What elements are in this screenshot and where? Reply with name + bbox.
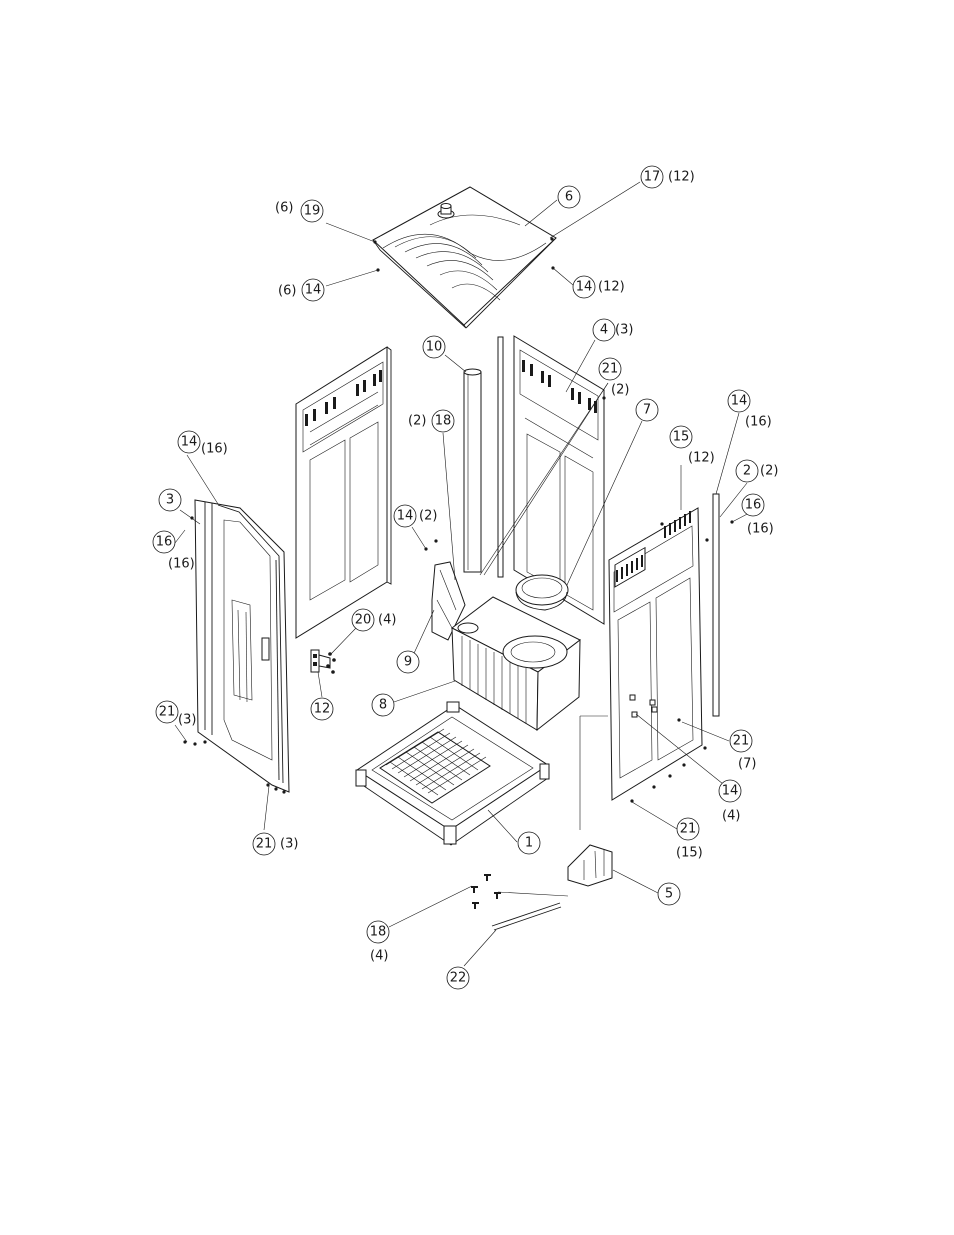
callout-14-left: 14 (16) [178, 431, 228, 457]
callout-22: 22 [447, 967, 469, 989]
callout-14-mid: 14 (2) [394, 505, 437, 527]
callout-number: 15 [673, 430, 690, 445]
callout-14-roof-right: 14 (12) [573, 276, 625, 298]
callout-2: 2 (2) [736, 460, 778, 482]
callout-number: 16 [156, 535, 173, 550]
callout-number: 19 [304, 204, 321, 219]
callout-19: 19 (6) [275, 200, 323, 222]
callout-number: 14 [576, 280, 593, 295]
callout-4: 4 (3) [593, 319, 633, 341]
callout-number: 14 [731, 394, 748, 409]
callout-number: 2 [743, 464, 751, 479]
callout-number: 22 [450, 971, 467, 986]
callout-quantity: (16) [745, 415, 772, 430]
callout-number: 4 [600, 323, 608, 338]
callout-number: 3 [166, 493, 174, 508]
callout-9: 9 [397, 651, 419, 673]
callout-number: 18 [370, 925, 387, 940]
callout-quantity: (2) [408, 414, 426, 429]
callout-number: 16 [745, 498, 762, 513]
floor-base [356, 702, 549, 845]
callout-number: 18 [435, 414, 452, 429]
callout-quantity: (12) [668, 170, 695, 185]
callout-quantity: (2) [419, 509, 437, 524]
toilet-seat-lid [516, 575, 568, 610]
callout-quantity: (4) [722, 809, 740, 824]
callout-number: 21 [602, 362, 619, 377]
callout-quantity: (7) [738, 757, 756, 772]
callout-12: 12 [311, 698, 333, 720]
callout-17-top: 17 (12) [641, 166, 695, 188]
callout-6-top: 6 [558, 186, 580, 208]
callout-21-left: 21 (3) [156, 701, 196, 728]
callout-number: 21 [680, 822, 697, 837]
callout-quantity: (6) [278, 284, 296, 299]
callout-number: 21 [159, 705, 176, 720]
callout-3: 3 [159, 489, 181, 511]
callout-quantity: (4) [370, 949, 388, 964]
callout-quantity: (4) [378, 613, 396, 628]
callout-number: 7 [643, 403, 651, 418]
callout-quantity: (16) [747, 522, 774, 537]
door-latch-hardware [311, 650, 330, 672]
callout-15: 15 (12) [670, 426, 715, 466]
callout-quantity: (6) [275, 201, 293, 216]
callout-number: 6 [565, 190, 573, 205]
callout-7: 7 [636, 399, 658, 421]
callout-16-left: 16 (16) [153, 531, 195, 572]
support-rod [492, 903, 561, 930]
callout-21-bottom: 21 (3) [253, 833, 298, 855]
callout-8: 8 [372, 694, 394, 716]
callout-quantity: (12) [598, 280, 625, 295]
callout-number: 21 [256, 837, 273, 852]
callout-14-right: 14 (16) [728, 390, 772, 430]
corner-post [713, 494, 719, 716]
callout-14-lower: 14 (4) [719, 780, 741, 824]
callout-number: 20 [355, 613, 372, 628]
roof-part [373, 187, 556, 328]
callout-number: 8 [379, 698, 387, 713]
callout-quantity: (16) [201, 442, 228, 457]
callout-number: 14 [305, 283, 322, 298]
callout-number: 21 [733, 734, 750, 749]
callout-quantity: (2) [611, 383, 629, 398]
back-wall-panel [296, 347, 391, 638]
entry-step [568, 845, 612, 886]
callout-number: 14 [722, 784, 739, 799]
callout-quantity: (16) [168, 557, 195, 572]
callout-number: 17 [644, 170, 661, 185]
callout-quantity: (2) [760, 464, 778, 479]
callout-number: 1 [525, 836, 533, 851]
callout-quantity: (15) [676, 846, 703, 861]
callout-14-roof-left: 14 (6) [278, 279, 324, 301]
callout-21-right: 21 (7) [730, 730, 756, 772]
callout-16-right: 16 (16) [742, 494, 774, 537]
callout-number: 9 [404, 655, 412, 670]
callout-number: 12 [314, 702, 331, 717]
callout-number: 10 [426, 340, 443, 355]
callout-20: 20 (4) [352, 609, 396, 631]
waste-tank [452, 597, 580, 730]
callout-21-lower: 21 (15) [676, 818, 703, 861]
door-panel [195, 500, 289, 792]
callout-10: 10 [423, 336, 445, 358]
callout-1: 1 [518, 832, 540, 854]
vent-pipe [464, 369, 481, 572]
corner-trim-strip [498, 337, 503, 577]
callout-quantity: (3) [280, 837, 298, 852]
callout-18-bottom: 18 (4) [367, 921, 389, 964]
callout-number: 5 [665, 887, 673, 902]
callout-number: 14 [181, 435, 198, 450]
callout-5: 5 [658, 883, 680, 905]
callout-quantity: (3) [615, 323, 633, 338]
callout-quantity: (3) [178, 713, 196, 728]
callout-quantity: (12) [688, 451, 715, 466]
callout-18-top: 18 (2) [408, 410, 454, 432]
callout-number: 14 [397, 509, 414, 524]
